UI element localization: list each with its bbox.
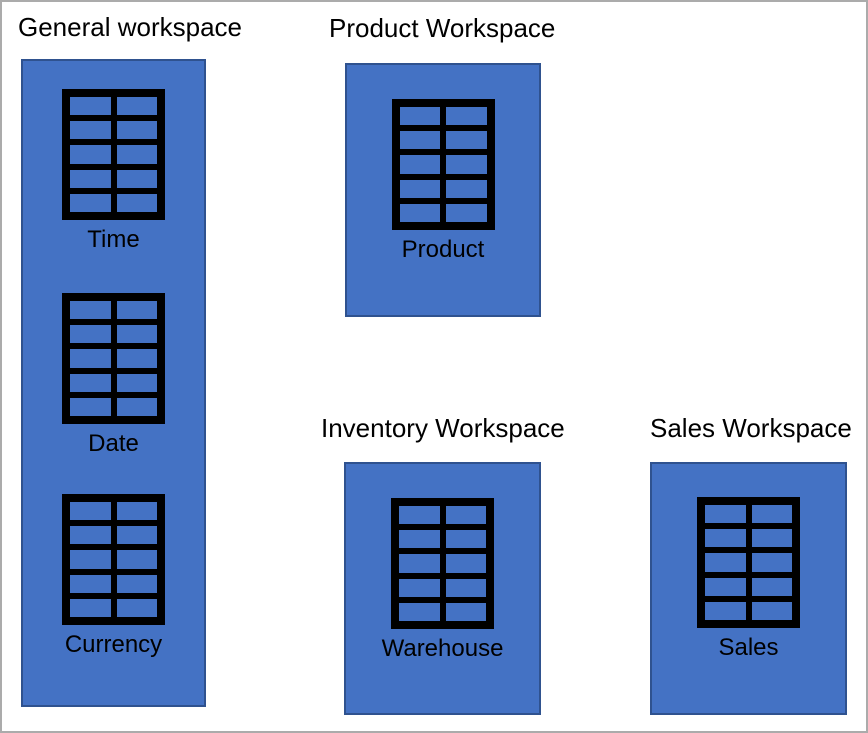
table-icon [62,293,165,424]
workspace-sales: Sales [650,462,847,715]
table-cell [116,526,157,545]
table-label-date: Date [88,430,139,457]
table-cell [70,574,111,593]
table-cell [751,505,792,524]
table-cell [399,131,440,150]
workspace-general: Time Date Currency [21,59,206,707]
table-cell [116,301,157,320]
table-cell [446,179,487,198]
table-cell [399,107,440,126]
table-cell [70,349,111,368]
table-cell [399,578,440,597]
table-label-sales: Sales [718,634,779,661]
table-cell [751,601,792,620]
table-cell [116,574,157,593]
table-cell [399,530,440,549]
table-cell [70,502,111,521]
table-cell [70,169,111,188]
table-cell [116,193,157,212]
table-cell [705,505,746,524]
table-cell [70,373,111,392]
workspace-title-sales: Sales Workspace [650,413,852,443]
table-cell [751,529,792,548]
table-cell [399,506,440,525]
table-product: Product [347,99,539,263]
table-cell [445,530,486,549]
table-cell [70,526,111,545]
table-label-warehouse: Warehouse [381,635,504,662]
table-cell [446,107,487,126]
table-icon [391,99,495,230]
table-cell [70,121,111,140]
table-cell [445,554,486,573]
table-icon [62,89,165,220]
workspace-title-general: General workspace [18,12,242,42]
table-icon [62,494,165,625]
workspace-title-inventory: Inventory Workspace [321,413,565,443]
table-label-time: Time [87,226,140,253]
table-cell [446,155,487,174]
table-label-currency: Currency [64,631,163,658]
table-cell [116,169,157,188]
table-cell [399,554,440,573]
table-cell [70,598,111,617]
table-cell [116,145,157,164]
table-cell [70,97,111,116]
table-sales: Sales [652,497,845,661]
table-label-product: Product [401,236,485,263]
table-cell [116,325,157,344]
table-cell [116,550,157,569]
table-cell [116,97,157,116]
table-cell [70,550,111,569]
table-cell [705,601,746,620]
table-warehouse: Warehouse [346,498,539,662]
table-cell [70,193,111,212]
table-cell [70,397,111,416]
table-cell [705,553,746,572]
table-cell [399,203,440,222]
table-cell [70,325,111,344]
table-cell [705,529,746,548]
table-cell [399,602,440,621]
workspace-title-product: Product Workspace [329,13,556,43]
table-cell [751,553,792,572]
table-icon [697,497,800,628]
table-cell [70,301,111,320]
table-cell [445,578,486,597]
table-cell [446,203,487,222]
table-cell [116,598,157,617]
table-cell [446,131,487,150]
table-cell [751,577,792,596]
table-cell [399,179,440,198]
table-time: Time [23,89,204,253]
table-cell [116,349,157,368]
workspace-product: Product [345,63,541,317]
table-cell [70,145,111,164]
table-cell [445,602,486,621]
table-cell [399,155,440,174]
table-cell [445,506,486,525]
table-date: Date [23,293,204,457]
table-cell [116,397,157,416]
table-cell [705,577,746,596]
table-cell [116,121,157,140]
table-currency: Currency [23,494,204,658]
table-cell [116,502,157,521]
table-icon [391,498,494,629]
table-cell [116,373,157,392]
workspace-inventory: Warehouse [344,462,541,715]
